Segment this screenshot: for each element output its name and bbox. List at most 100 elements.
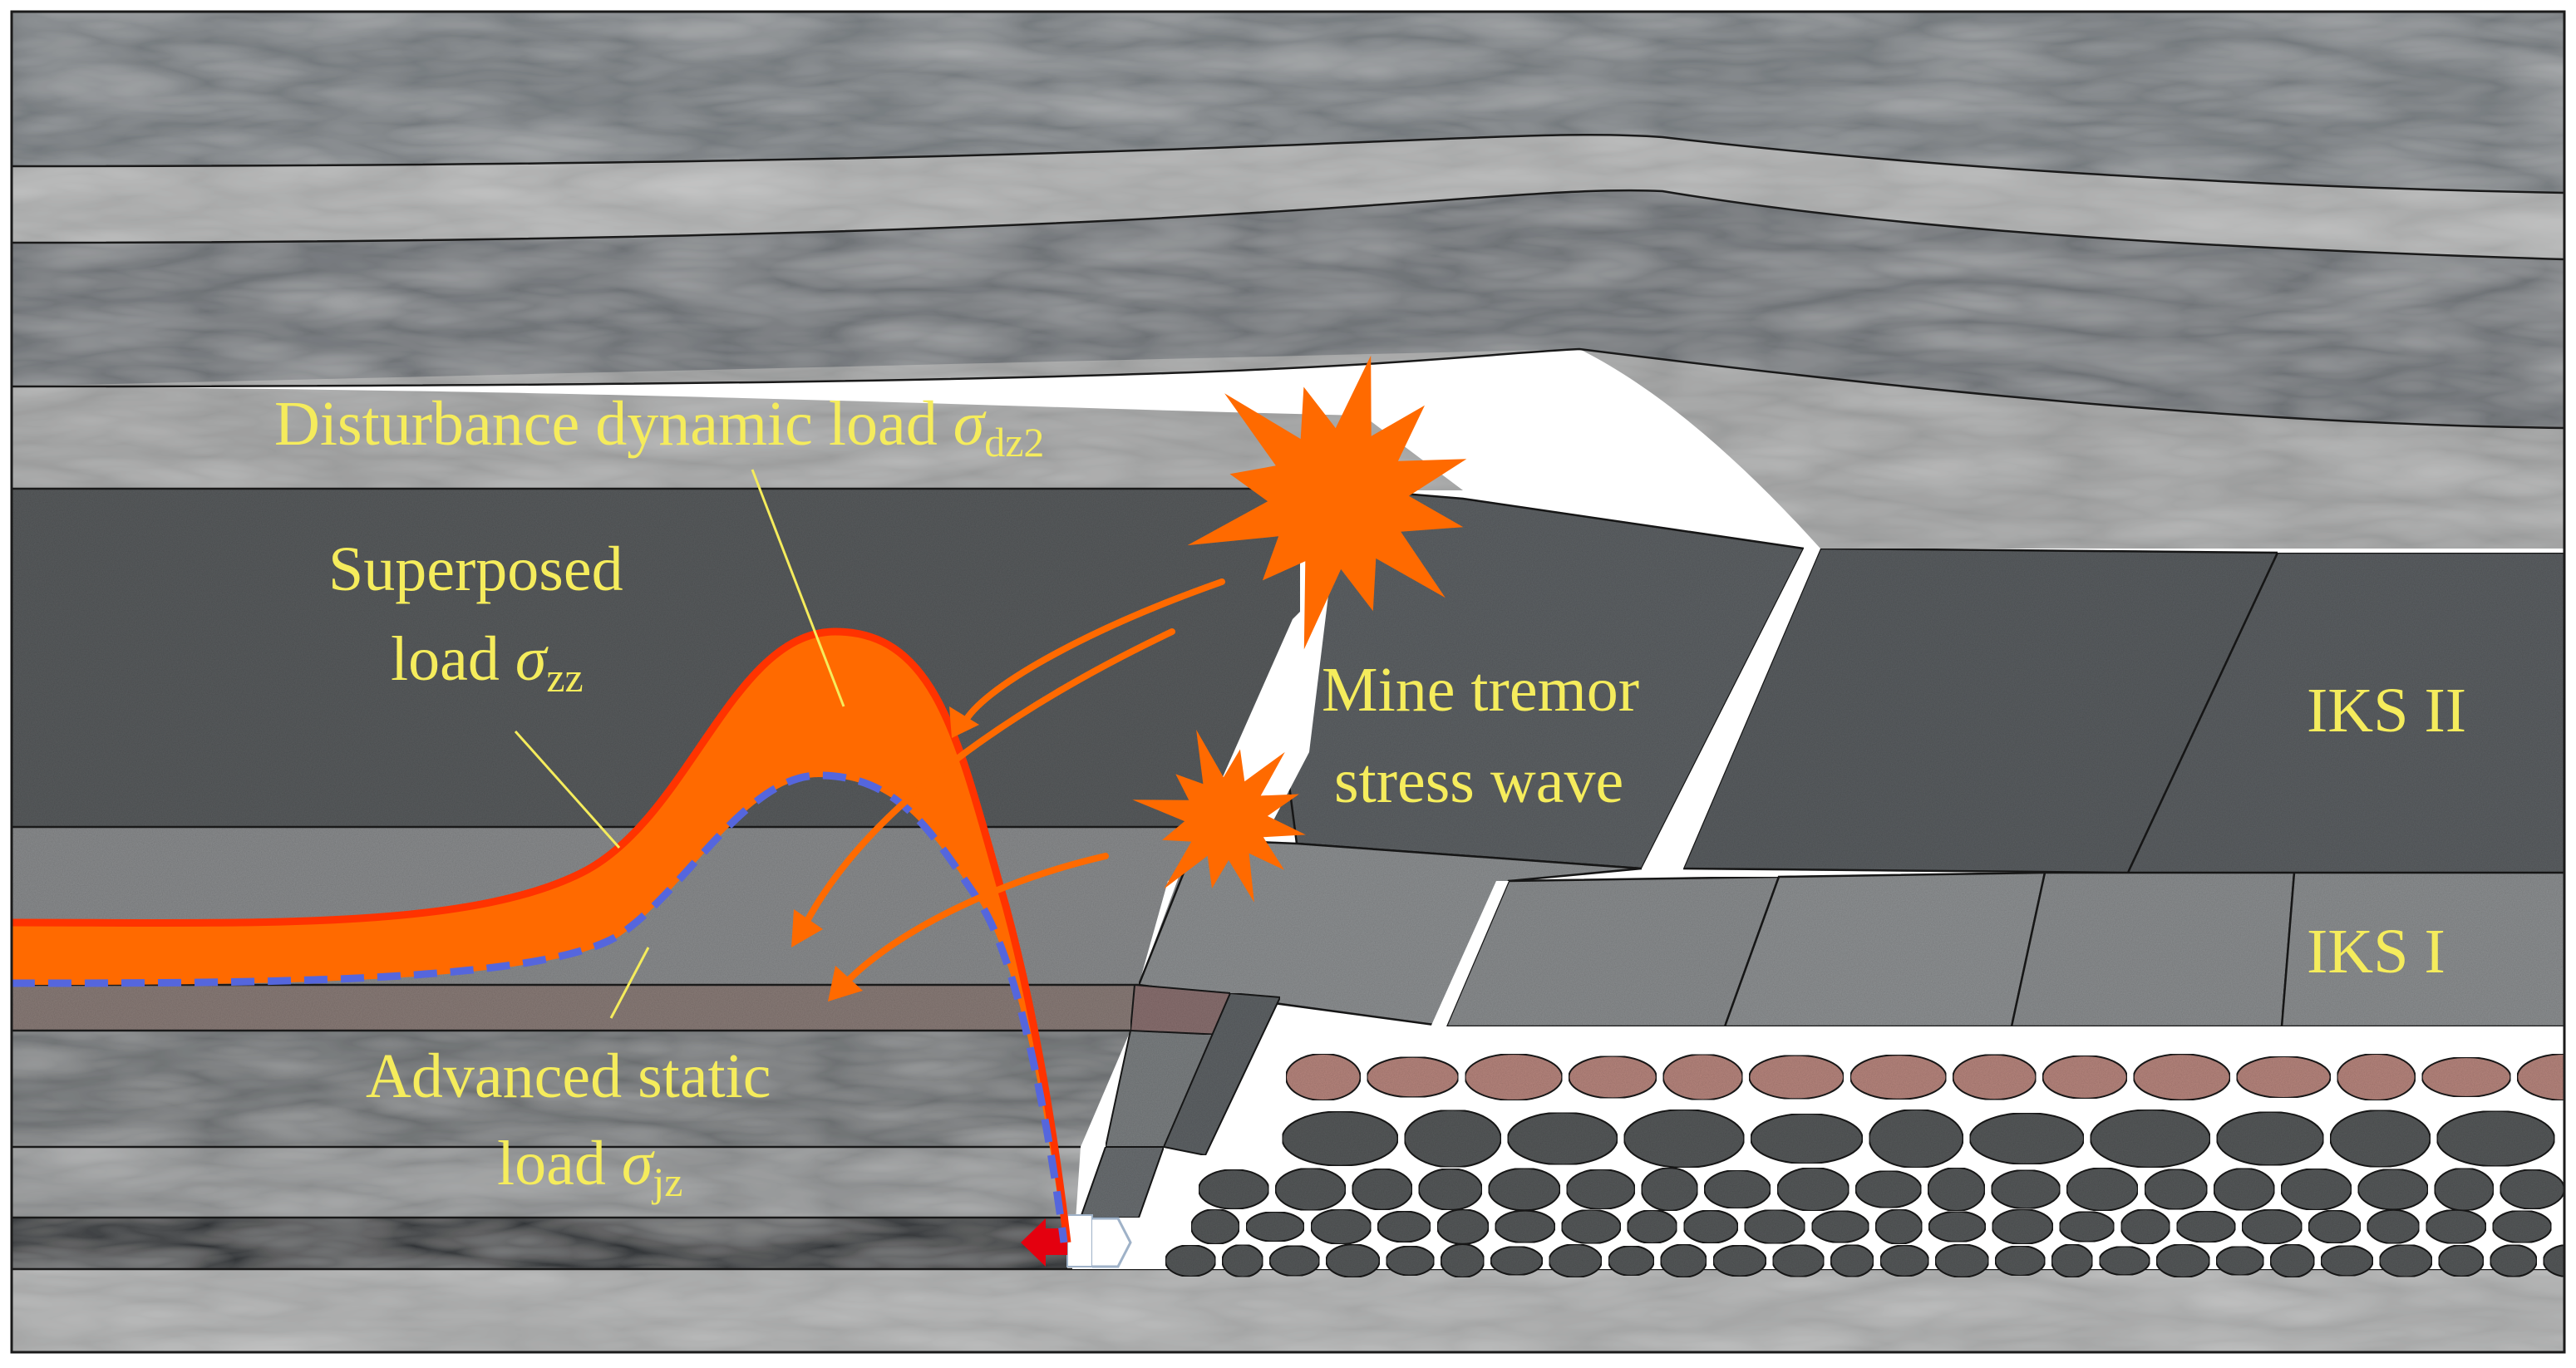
stratum-brown-seam xyxy=(12,985,1142,1031)
gangue-stone xyxy=(2058,1210,2115,1243)
roof-wedge-near-face xyxy=(1162,992,1282,1157)
stratum-light-band-1 xyxy=(12,135,2564,259)
gangue-stone-pink xyxy=(1952,1053,2037,1101)
gangue-stone xyxy=(1565,1169,1636,1210)
gangue-stone xyxy=(1928,1210,1987,1243)
gangue-stone xyxy=(1403,1109,1502,1169)
stratum-dark-band-2 xyxy=(12,190,2564,428)
gangue-stone xyxy=(1640,1167,1699,1212)
gangue-stone xyxy=(1560,1208,1622,1245)
leader-dynamic-load xyxy=(751,469,845,707)
near-face-block-mid xyxy=(1079,1146,1165,1218)
stratum-dark-lower xyxy=(12,1031,1142,1147)
gangue-stone xyxy=(1934,1243,1990,1278)
gangue-stone-pink xyxy=(1285,1053,1362,1101)
face-displacement-arrow-icon xyxy=(1021,1218,1067,1267)
label-tremor-line1: Mine tremor xyxy=(1322,655,1639,725)
label-superposed-line2: load σzz xyxy=(391,624,584,701)
gangue-stone xyxy=(1712,1244,1767,1277)
gangue-stone xyxy=(2357,1168,2429,1211)
gangue-stone xyxy=(1830,1243,1874,1278)
gangue-stone xyxy=(1417,1168,1483,1211)
gangue-stone xyxy=(2213,1167,2276,1212)
gangue-stone-pink xyxy=(2132,1053,2231,1101)
gangue-stone xyxy=(2144,1168,2209,1211)
hydraulic-support xyxy=(1021,1214,1132,1268)
gangue-stone xyxy=(1490,1245,1544,1277)
label-superposed-line1: Superposed xyxy=(328,534,623,604)
gangue-stone xyxy=(2425,1208,2487,1245)
label-tremor-line2: stress wave xyxy=(1334,746,1623,816)
gangue-stone xyxy=(1623,1109,1746,1169)
crack-gap-2 xyxy=(1642,549,1820,869)
iks1-block-5 xyxy=(2280,871,2564,1028)
iks1-blocks xyxy=(1137,838,2564,1029)
gangue-stone xyxy=(2089,1109,2211,1169)
crack-gap-3 xyxy=(1430,881,1509,1029)
gangue-stone xyxy=(1436,1208,1490,1245)
stratum-light-band-3b xyxy=(12,386,1463,490)
gangue-stone xyxy=(1608,1245,1655,1277)
iks2-block-3 xyxy=(2126,551,2564,874)
arrowhead-3-icon xyxy=(828,966,863,1001)
gangue-stone xyxy=(1991,1208,2054,1245)
superposed-load-band xyxy=(12,632,1067,1243)
support-body xyxy=(1066,1214,1093,1267)
gangue-stone xyxy=(1990,1169,2061,1210)
leader-superposed xyxy=(514,731,621,849)
gangue-stone xyxy=(2366,1208,2421,1245)
advanced-static-load-curve xyxy=(12,771,1068,1243)
gangue-stone xyxy=(1506,1111,1618,1166)
gangue-stone xyxy=(2542,1244,2564,1277)
gangue-stone xyxy=(1377,1210,1431,1243)
wave-arrow-3 xyxy=(845,853,1109,984)
gangue-stone xyxy=(2378,1243,2433,1278)
gangue-stone xyxy=(2308,1209,2362,1244)
iks1-block-3 xyxy=(1723,871,2047,1028)
gangue-stone xyxy=(2280,1168,2352,1211)
gangue-stone xyxy=(1874,1208,1923,1245)
gangue-stone xyxy=(1268,1244,1321,1277)
gangue-stone xyxy=(2215,1245,2265,1277)
gangue-stone xyxy=(2175,1210,2237,1243)
label-iks1: IKS I xyxy=(2307,917,2445,987)
gangue-stone xyxy=(2241,1208,2303,1245)
superposed-load-outline-top xyxy=(12,627,1071,1243)
gangue-stone xyxy=(1626,1209,1678,1244)
gangue-stone xyxy=(1810,1209,1870,1244)
gangue-stone xyxy=(2437,1244,2485,1277)
gangue-stone-pink xyxy=(2516,1053,2564,1101)
gangue-stone xyxy=(1487,1167,1561,1212)
gangue-stone xyxy=(2051,1243,2094,1278)
wave-arrow-1 xyxy=(961,578,1225,726)
gangue-stone xyxy=(1927,1167,1986,1212)
gangue-stone xyxy=(1659,1243,1708,1278)
gangue-stone xyxy=(1440,1243,1485,1278)
stress-curves xyxy=(12,627,1071,1243)
gangue-stone xyxy=(1771,1243,1825,1278)
gangue-stone xyxy=(1548,1243,1603,1278)
arrowhead-2-icon xyxy=(791,909,823,947)
gangue-stone xyxy=(2320,1244,2374,1277)
leader-static xyxy=(609,947,650,1019)
gangue-stone xyxy=(1221,1243,1264,1278)
gangue-stone-pink xyxy=(2336,1053,2416,1101)
gangue-stone xyxy=(1968,1112,2086,1165)
tremor-burst-small-icon xyxy=(1132,729,1306,903)
gangue-stone xyxy=(1868,1109,1964,1169)
gangue-stone xyxy=(1165,1244,1217,1277)
gangue-stone xyxy=(1776,1167,1850,1212)
gangue-stone xyxy=(2215,1110,2325,1167)
gangue-stone xyxy=(1854,1169,1923,1209)
gangue-stone xyxy=(2120,1208,2171,1245)
wave-arrows xyxy=(803,578,1225,984)
gangue-stone xyxy=(1351,1168,1413,1211)
label-static-line2: load σjz xyxy=(497,1129,682,1205)
caved-gangue xyxy=(1165,1053,2564,1278)
arrowhead-1-icon xyxy=(949,706,979,738)
gangue-stone xyxy=(2098,1245,2151,1277)
gangue-stone xyxy=(1743,1208,1806,1245)
gangue-stone xyxy=(1198,1169,1270,1210)
support-shield-icon xyxy=(1092,1217,1132,1268)
